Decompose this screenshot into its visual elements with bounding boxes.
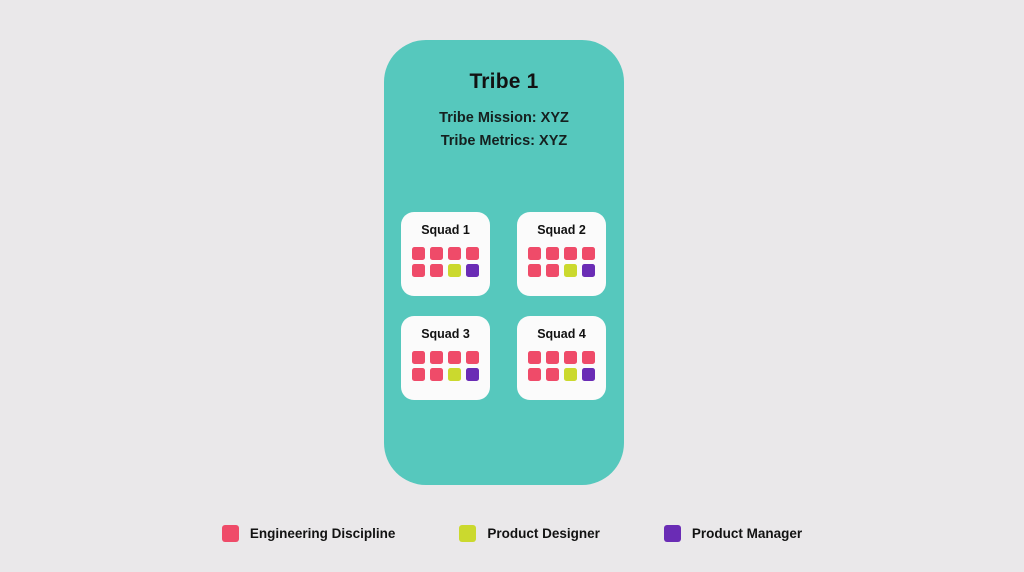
legend-label: Engineering Discipline xyxy=(249,525,396,541)
squad-title: Squad 3 xyxy=(421,327,470,341)
tribe-title: Tribe 1 xyxy=(469,70,539,93)
squad-member-grid xyxy=(412,350,479,381)
squad-card[interactable]: Squad 1 xyxy=(401,212,490,296)
squad-member-grid xyxy=(528,246,595,277)
member-engineering-icon xyxy=(546,246,559,260)
member-engineering-icon xyxy=(528,246,541,260)
member-designer-icon xyxy=(564,263,577,277)
member-designer-icon xyxy=(448,263,461,277)
legend-swatch-manager-icon xyxy=(663,525,681,542)
member-manager-icon xyxy=(466,367,479,381)
member-engineering-icon xyxy=(564,350,577,364)
squad-card[interactable]: Squad 2 xyxy=(517,212,606,296)
member-engineering-icon xyxy=(430,367,443,381)
member-engineering-icon xyxy=(466,246,479,260)
squad-card[interactable]: Squad 4 xyxy=(517,316,606,400)
member-designer-icon xyxy=(564,367,577,381)
squad-title: Squad 1 xyxy=(421,223,470,237)
member-engineering-icon xyxy=(412,246,425,260)
member-engineering-icon xyxy=(430,350,443,364)
squad-card[interactable]: Squad 3 xyxy=(401,316,490,400)
member-engineering-icon xyxy=(528,367,541,381)
member-manager-icon xyxy=(582,263,595,277)
tribe-metrics: Tribe Metrics: XYZ xyxy=(440,132,568,149)
legend-label: Product Designer xyxy=(487,525,600,541)
legend-item-engineering: Engineering Discipline xyxy=(221,525,396,542)
member-engineering-icon xyxy=(430,246,443,260)
member-engineering-icon xyxy=(582,246,595,260)
member-engineering-icon xyxy=(546,367,559,381)
member-engineering-icon xyxy=(412,263,425,277)
legend-swatch-designer-icon xyxy=(459,525,477,542)
member-engineering-icon xyxy=(430,263,443,277)
member-engineering-icon xyxy=(412,367,425,381)
member-engineering-icon xyxy=(546,350,559,364)
squad-grid: Squad 1 Squad 2 Squad 3 Squad 4 xyxy=(401,212,607,400)
squad-member-grid xyxy=(528,350,595,381)
member-designer-icon xyxy=(448,367,461,381)
legend-label: Product Manager xyxy=(691,525,803,541)
member-manager-icon xyxy=(466,263,479,277)
member-engineering-icon xyxy=(528,350,541,364)
tribe-panel: Tribe 1 Tribe Mission: XYZ Tribe Metrics… xyxy=(384,40,624,485)
legend-swatch-engineering-icon xyxy=(221,525,239,542)
member-manager-icon xyxy=(582,367,595,381)
tribe-mission: Tribe Mission: XYZ xyxy=(439,110,569,127)
legend-item-manager: Product Manager xyxy=(663,525,803,542)
member-engineering-icon xyxy=(528,263,541,277)
squad-title: Squad 4 xyxy=(537,327,586,341)
member-engineering-icon xyxy=(466,350,479,364)
tribe-header: Tribe 1 Tribe Mission: XYZ Tribe Metrics… xyxy=(384,40,624,152)
member-engineering-icon xyxy=(546,263,559,277)
squad-member-grid xyxy=(412,246,479,277)
legend-item-designer: Product Designer xyxy=(459,525,600,542)
member-engineering-icon xyxy=(564,246,577,260)
member-engineering-icon xyxy=(448,246,461,260)
legend: Engineering Discipline Product Designer Pr… xyxy=(0,525,1024,542)
member-engineering-icon xyxy=(582,350,595,364)
member-engineering-icon xyxy=(412,350,425,364)
member-engineering-icon xyxy=(448,350,461,364)
squad-title: Squad 2 xyxy=(537,223,586,237)
